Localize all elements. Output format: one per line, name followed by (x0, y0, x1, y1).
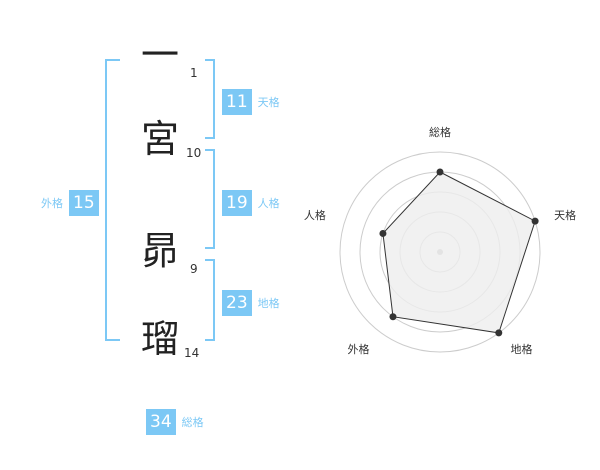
name-char-1: 一 (140, 33, 179, 77)
jinkaku-value: 19 (222, 190, 252, 216)
tenkaku-bracket (205, 59, 215, 139)
soukaku-value: 34 (146, 409, 176, 435)
radar-point-4 (389, 313, 397, 321)
gaikaku-value: 15 (69, 190, 99, 216)
chikaku-label: 地格 (257, 297, 280, 310)
radar-point-3 (495, 329, 503, 337)
radar-axis-label-1: 総格 (429, 125, 451, 139)
tenkaku-label: 天格 (257, 96, 280, 109)
jinkaku-bracket (205, 149, 215, 249)
radar-point-5 (379, 229, 387, 237)
soukaku-label: 総格 (181, 416, 204, 429)
tenkaku-badge: 11 天格 (222, 89, 280, 115)
chikaku-badge: 23 地格 (222, 290, 280, 316)
radar-point-1 (436, 168, 444, 176)
radar-axis-label-4: 外格 (347, 342, 369, 356)
stroke-count-4: 14 (184, 346, 200, 360)
gaikaku-badge: 外格 15 (41, 190, 99, 216)
tenkaku-value: 11 (222, 89, 252, 115)
name-char-4: 瑠 (140, 317, 179, 361)
name-char-2: 宮 (140, 117, 179, 161)
stroke-count-2: 10 (186, 146, 202, 160)
jinkaku-label: 人格 (257, 197, 280, 210)
radar-axis-label-2: 天格 (554, 208, 576, 222)
jinkaku-badge: 19 人格 (222, 190, 280, 216)
radar-axis-label-3: 地格 (511, 342, 533, 356)
radar-axis-label-5: 人格 (304, 208, 326, 222)
gaikaku-bracket (105, 59, 120, 341)
soukaku-badge: 34 総格 (146, 409, 204, 435)
radar-grid-ring (339, 151, 541, 353)
stroke-count-1: 1 (190, 66, 198, 80)
radar-value-polygon (382, 171, 536, 334)
chikaku-bracket (205, 259, 215, 341)
gaikaku-label: 外格 (41, 197, 63, 210)
radar-point-2 (531, 217, 539, 225)
stroke-count-3: 9 (190, 262, 198, 276)
name-char-3: 昴 (140, 229, 179, 273)
chikaku-value: 23 (222, 290, 252, 316)
